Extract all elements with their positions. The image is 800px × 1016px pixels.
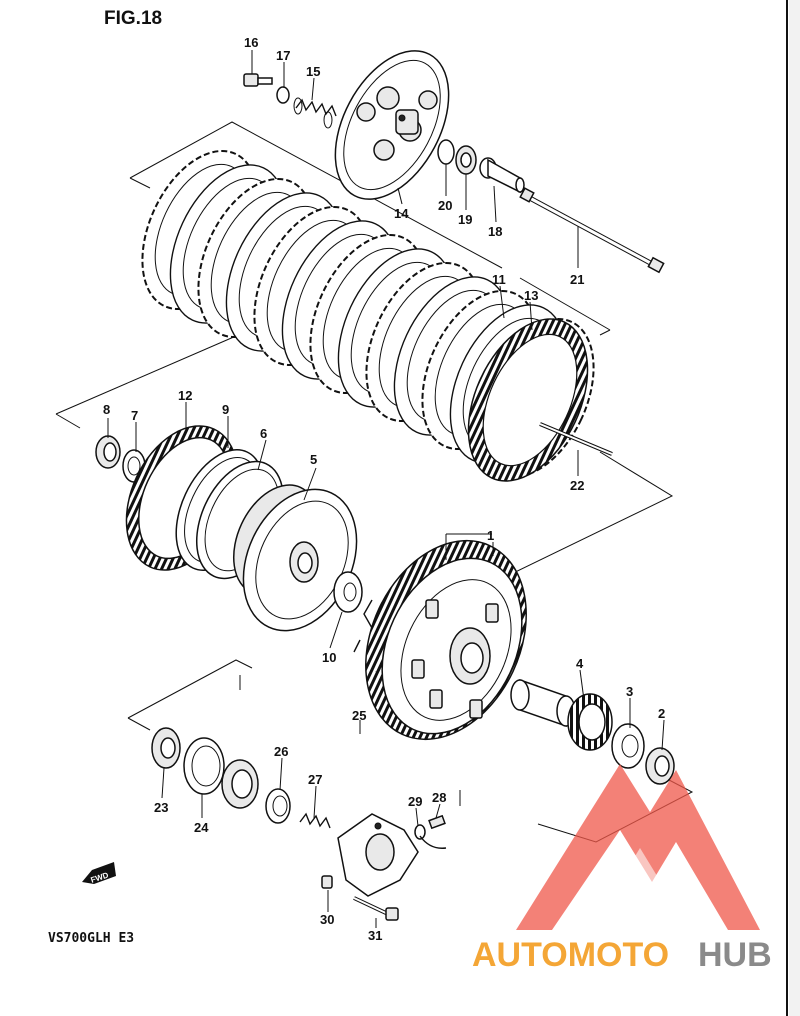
part-1-clutch-housing [353,539,527,741]
part-29-clip [414,824,447,849]
part-28-screw [428,814,446,830]
model-label: VS700GLH E3 [48,931,134,946]
part-14-pressure-plate [334,50,450,200]
callout-labels: 1 2 3 4 5 6 7 8 9 10 11 12 13 14 15 16 1… [103,35,665,943]
part-2-thrust-washer [645,747,675,785]
callout-22: 22 [570,478,584,493]
part-24b-rotor [221,759,259,809]
callout-17: 17 [276,48,290,63]
part-21-push-rod [519,187,665,274]
callout-31: 31 [368,928,382,943]
part-17-washer [276,86,290,104]
callout-20: 20 [438,198,452,213]
part-4-spacer-bearing [510,678,613,751]
callout-1: 1 [487,528,494,543]
part-19-bearing [455,145,477,175]
callout-26: 26 [274,744,288,759]
callout-7: 7 [131,408,138,423]
callout-13: 13 [524,288,538,303]
part-pump-cover [337,813,419,897]
callout-5: 5 [310,452,317,467]
callout-27: 27 [308,772,322,787]
callout-24: 24 [194,820,209,835]
callout-30: 30 [320,912,334,927]
part-18-lifter [479,157,525,194]
callout-19: 19 [458,212,472,227]
callout-14: 14 [394,206,409,221]
part-8-nut [95,435,121,469]
watermark-logo-icon [516,764,760,930]
callout-10: 10 [322,650,336,665]
part-23-seal [151,727,181,769]
part-10-washer [333,571,363,613]
part-30-dowel [321,875,333,889]
part-22-push-rod [539,422,613,456]
callout-12: 12 [178,388,192,403]
part-31-bolt [353,896,399,921]
plate-group-frame [129,121,611,336]
part-27-spring [299,812,331,829]
callout-21: 21 [570,272,584,287]
callout-23: 23 [154,800,168,815]
callout-3: 3 [626,684,633,699]
part-3-washer [611,723,645,769]
callout-16: 16 [244,35,258,50]
callout-28: 28 [432,790,446,805]
part-16-bolt [243,73,273,87]
watermark-text-part1: AUTOMOTO [472,936,669,974]
part-13-plate-inner [482,333,578,467]
part-24-gear [183,737,225,795]
callout-9: 9 [222,402,229,417]
clutch-plate-stack [141,149,595,482]
callout-18: 18 [488,224,502,239]
callout-2: 2 [658,706,665,721]
callout-4: 4 [576,656,584,671]
part-15-spring [293,97,337,129]
callout-25: 25 [352,708,366,723]
part-26-oring [265,788,291,824]
callout-6: 6 [260,426,267,441]
fwd-arrow-icon: FWD [82,862,116,885]
part-5-clutch-hub [232,484,358,632]
callout-15: 15 [306,64,320,79]
watermark-text-part2: HUB [698,936,772,974]
watermark: AUTOMOTO HUB [472,764,772,974]
leader-lines [107,50,665,928]
callout-11: 11 [492,272,506,287]
figure-title: FIG.18 [104,8,162,29]
part-20-washer [437,139,455,165]
callout-29: 29 [408,794,422,809]
callout-8: 8 [103,402,110,417]
